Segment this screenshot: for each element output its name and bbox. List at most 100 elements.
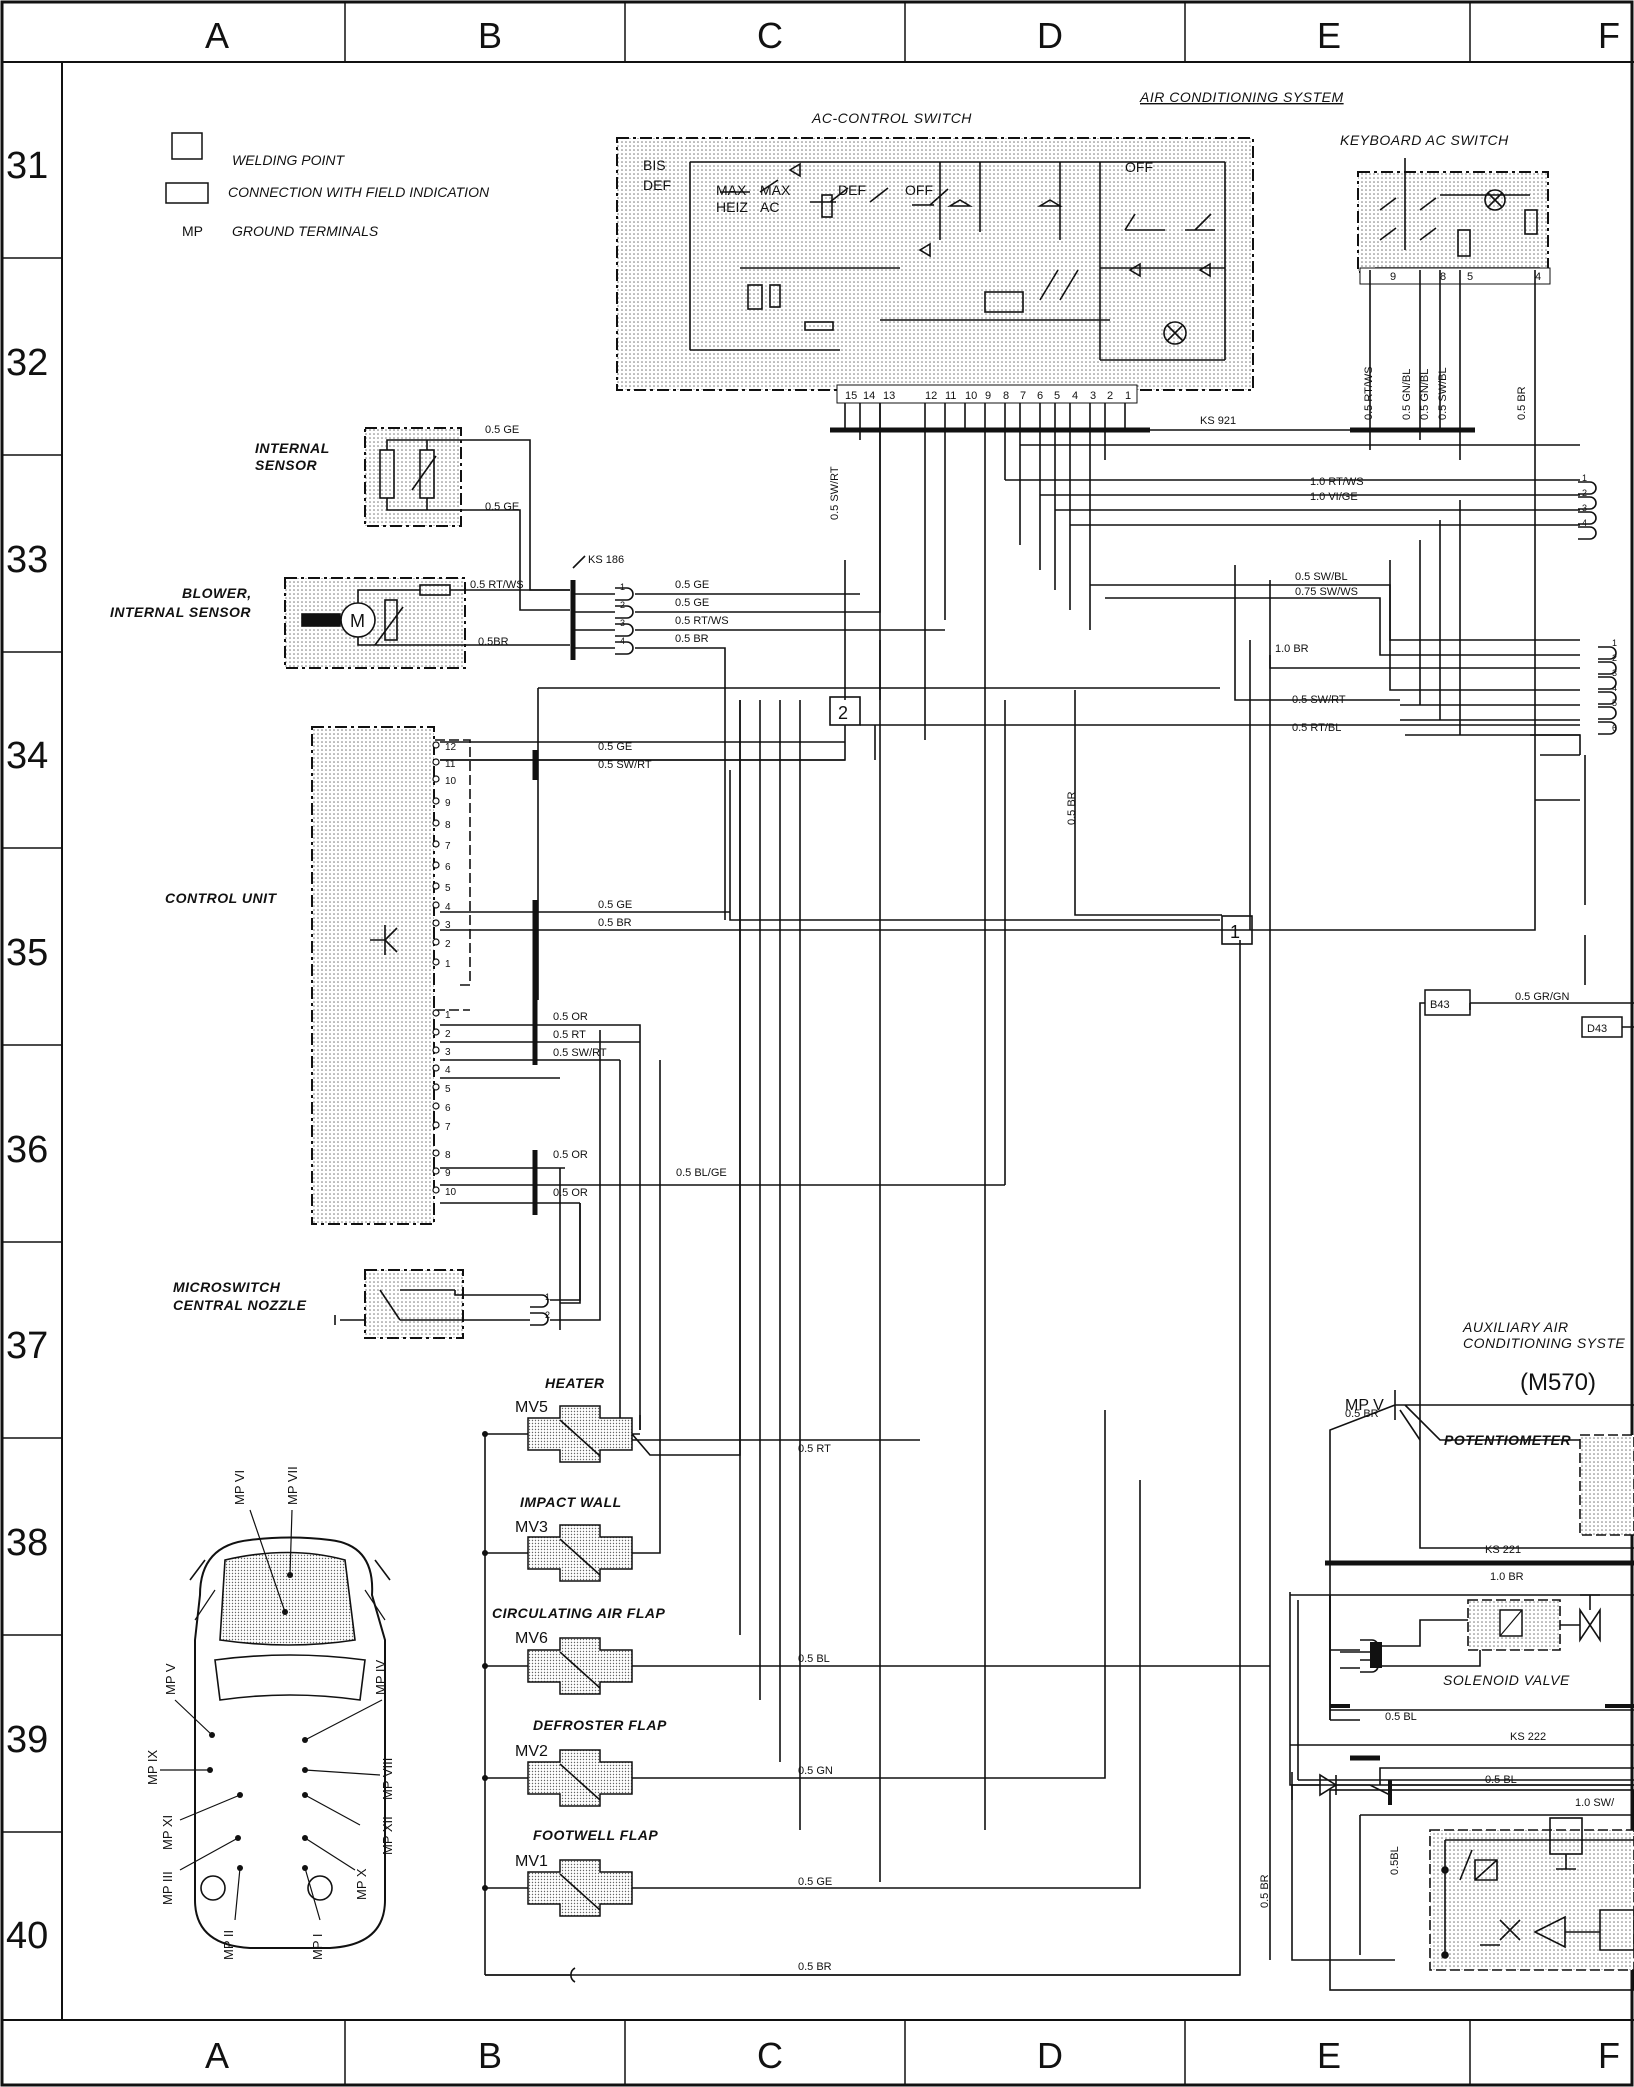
svg-text:3: 3 [1090,390,1096,402]
svg-text:8: 8 [445,820,451,831]
internal-sensor: INTERNAL SENSOR 0.5 GE 0.5 GE [255,424,570,611]
svg-text:0.5 BR: 0.5 BR [598,917,632,929]
row-label: 37 [6,1325,48,1367]
blower-internal-sensor: BLOWER, INTERNAL SENSOR M 0.5 RT/WS 0.5B… [110,577,570,669]
switch-off2: OFF [1125,159,1153,175]
svg-text:MP VIII: MP VIII [380,1758,395,1800]
svg-text:0.5 BR: 0.5 BR [675,633,709,645]
svg-text:1: 1 [1125,390,1131,402]
svg-text:MP IX: MP IX [145,1750,160,1785]
svg-text:AUXILIARY AIR: AUXILIARY AIR [1462,1319,1569,1335]
svg-text:0.5 RT: 0.5 RT [798,1443,831,1455]
system-title: AIR CONDITIONING SYSTEM [1139,89,1344,105]
svg-text:0.5 RT/WS: 0.5 RT/WS [470,579,524,591]
svg-text:1: 1 [620,582,625,592]
svg-text:0.5 RT/WS: 0.5 RT/WS [675,615,729,627]
svg-text:CIRCULATING AIR FLAP: CIRCULATING AIR FLAP [492,1605,665,1621]
solenoid-valve: SOLENOID VALVE [1340,1594,1601,1688]
svg-text:7: 7 [445,841,451,852]
svg-text:0.5 GR/GN: 0.5 GR/GN [1515,991,1569,1003]
keyboard-ac-switch: KEYBOARD AC SWITCH 9 8 5 4 [1340,132,1551,285]
svg-text:10: 10 [445,776,457,787]
svg-text:MP I: MP I [310,1934,325,1961]
col-label: A [205,15,229,56]
svg-text:MP VI: MP VI [232,1470,247,1505]
svg-text:0.5 RT: 0.5 RT [553,1029,586,1041]
svg-text:DEFROSTER FLAP: DEFROSTER FLAP [533,1717,667,1733]
svg-text:8: 8 [445,1150,451,1161]
field-connection-icon [165,182,209,204]
svg-text:4: 4 [1535,271,1541,283]
svg-text:0.5 RT/BL: 0.5 RT/BL [1292,722,1341,734]
svg-text:1: 1 [1612,638,1617,648]
svg-text:KS 222: KS 222 [1510,1731,1546,1743]
switch-max1: MAX [716,182,747,198]
svg-text:0.75 SW/WS: 0.75 SW/WS [1295,586,1358,598]
svg-text:0.5 GE: 0.5 GE [798,1876,832,1888]
legend-ground: GROUND TERMINALS [232,223,379,239]
mp-v-label: MP V [1345,1397,1384,1414]
microswitch: MICROSWITCH CENTRAL NOZZLE 1 2 [173,1030,601,1339]
svg-text:0.5BR: 0.5BR [478,636,509,648]
svg-text:8: 8 [1003,390,1009,402]
svg-text:5: 5 [1467,271,1473,283]
svg-text:13: 13 [883,390,895,402]
svg-text:12: 12 [445,742,457,753]
svg-text:MP III: MP III [160,1871,175,1905]
svg-text:M: M [350,611,365,631]
svg-text:3: 3 [1582,503,1587,513]
harness-wires [830,270,1581,1960]
svg-text:4: 4 [1612,683,1617,693]
svg-text:0.5 GE: 0.5 GE [598,741,632,753]
svg-text:FOOTWELL FLAP: FOOTWELL FLAP [533,1827,658,1843]
svg-text:15: 15 [845,390,857,402]
svg-text:1: 1 [1582,473,1587,483]
svg-text:2: 2 [1582,488,1587,498]
row-label: 35 [6,932,48,974]
svg-text:MP X: MP X [354,1868,369,1900]
svg-text:0.5 SW/RT: 0.5 SW/RT [553,1047,607,1059]
svg-text:MP V: MP V [163,1663,178,1695]
svg-text:CONDITIONING SYSTE: CONDITIONING SYSTE [1463,1335,1625,1351]
row-label: 38 [6,1522,48,1564]
svg-text:0.5 OR: 0.5 OR [553,1149,588,1161]
svg-text:6: 6 [1037,390,1043,402]
svg-text:1.0 SW/: 1.0 SW/ [1575,1797,1615,1809]
svg-text:11: 11 [445,759,456,770]
valve-footwell: FOOTWELL FLAP MV1 [515,1827,658,1917]
legend-mp: MP [182,223,203,239]
svg-text:1.0 BR: 1.0 BR [1490,1571,1524,1583]
svg-text:4: 4 [1072,390,1078,402]
svg-text:IMPACT WALL: IMPACT WALL [520,1494,622,1510]
row-label: 34 [6,735,48,777]
svg-text:MV3: MV3 [515,1519,548,1536]
switch-heiz: HEIZ [716,199,748,215]
svg-text:0.5 GE: 0.5 GE [485,501,519,513]
svg-text:B43: B43 [1430,999,1450,1011]
row-label: 39 [6,1719,48,1761]
svg-text:0.5 GE: 0.5 GE [485,424,519,436]
valve-circulating-air: CIRCULATING AIR FLAP MV6 [492,1605,665,1695]
svg-text:2: 2 [1612,653,1617,663]
svg-text:INTERNAL: INTERNAL [255,440,330,456]
switch-off: OFF [905,182,933,198]
svg-text:5: 5 [445,883,451,894]
col-label: E [1317,15,1341,56]
svg-text:0.5 BR: 0.5 BR [1516,386,1528,420]
svg-text:14: 14 [863,390,875,402]
svg-text:4: 4 [445,1065,451,1076]
svg-text:9: 9 [985,390,991,402]
svg-text:BLOWER,: BLOWER, [182,585,252,601]
svg-text:0.5 OR: 0.5 OR [553,1011,588,1023]
valve-heater: HEATER MV5 [515,1375,633,1463]
ks921-label: KS 921 [1200,415,1236,427]
svg-text:MV6: MV6 [515,1630,548,1647]
column-labels-top: A B C D E F [205,15,1620,56]
row-labels: 31 32 33 34 35 36 37 38 39 40 [6,145,48,1957]
col-label: D [1037,2035,1063,2076]
flap-valves: HEATER MV5 IMPACT WALL MV3 CIRCULATING A… [492,1375,667,1917]
col-label: B [478,2035,502,2076]
svg-text:0.5 SW/BL: 0.5 SW/BL [1295,571,1348,583]
svg-text:0.5 BL/GE: 0.5 BL/GE [676,1167,727,1179]
